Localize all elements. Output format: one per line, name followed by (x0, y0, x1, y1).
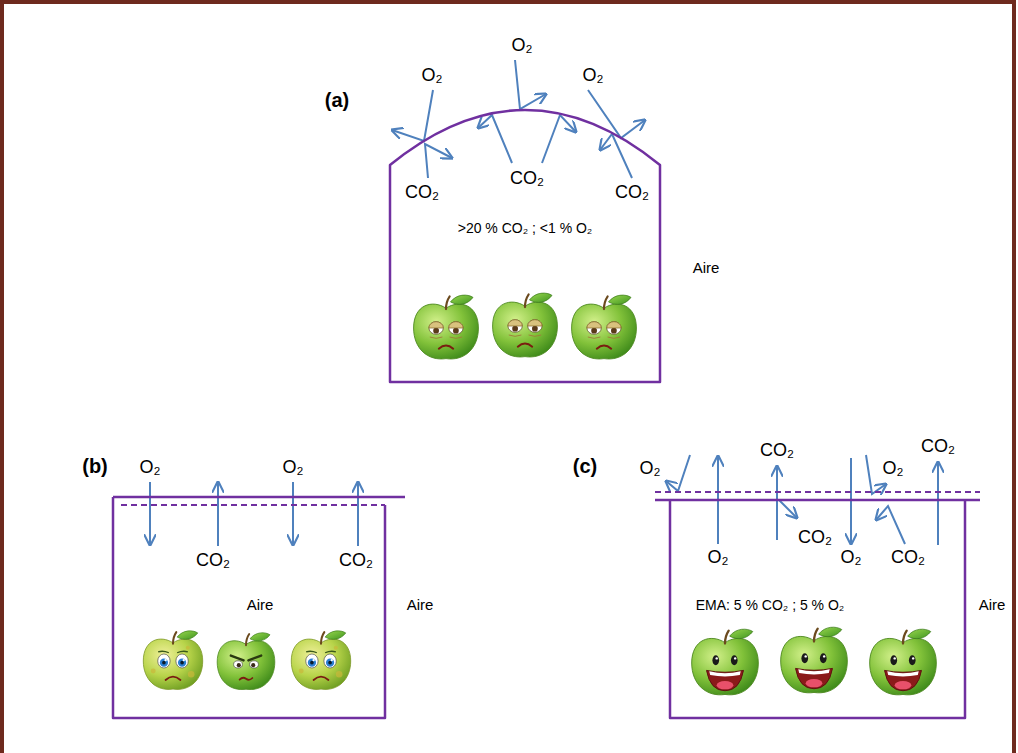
gas-label: CO₂ (760, 440, 794, 461)
package-wall (390, 110, 660, 382)
gas-arrow (515, 60, 546, 109)
gas-label: O₂ (841, 547, 862, 568)
gas-label: O₂ (883, 458, 904, 479)
package-wall (113, 497, 385, 718)
gas-label: CO₂ (615, 182, 649, 203)
gas-arrow (666, 455, 690, 491)
gas-arrow (588, 90, 645, 138)
package-box: (a)>20 % CO₂ ; <1 % O₂ (390, 108, 660, 382)
gas-label: O₂ (640, 458, 661, 479)
apple-figure (291, 631, 350, 690)
gas-arrow (149, 482, 151, 545)
apples (143, 293, 936, 695)
film-line (655, 499, 980, 502)
air-label: Aire (979, 596, 1006, 613)
panel-tag: (a) (325, 89, 349, 112)
panel-tag: (c) (573, 455, 597, 478)
gas-label: O₂ (140, 457, 161, 478)
gas-label: O₂ (422, 65, 443, 86)
gas-arrow (542, 115, 576, 163)
apple-figure (870, 629, 937, 695)
apple-figure (143, 631, 202, 690)
perforated-film (655, 491, 980, 493)
gas-arrow (392, 90, 433, 141)
gas-arrow (876, 506, 905, 544)
gas-label: CO₂ (921, 436, 955, 457)
gas-arrow (425, 144, 452, 178)
apple-figure (217, 633, 275, 690)
gas-arrow (776, 466, 778, 540)
gas-label: CO₂ (405, 182, 439, 203)
apple-figure (781, 627, 848, 693)
gas-label: O₂ (583, 65, 604, 86)
gas-label: O₂ (512, 35, 533, 56)
air-label: Aire (693, 259, 720, 276)
gas-label: CO₂ (510, 168, 544, 189)
package-wall (670, 500, 965, 718)
apple-figure (692, 629, 759, 695)
atmosphere-note: EMA: 5 % CO₂ ; 5 % O₂ (696, 597, 845, 613)
panel-tag: (b) (82, 455, 108, 478)
apple-figure (493, 293, 558, 357)
package-box: (b)Aire (113, 497, 385, 718)
atmosphere-note: Aire (247, 596, 274, 613)
gas-label: CO₂ (798, 527, 832, 548)
gas-label: O₂ (708, 547, 729, 568)
air-label: Aire (407, 596, 434, 613)
gas-arrow (357, 482, 359, 546)
gas-label: CO₂ (339, 550, 373, 571)
gas-label: CO₂ (891, 547, 925, 568)
gas-arrow (937, 462, 939, 545)
gas-label: CO₂ (196, 550, 230, 571)
gas-arrow (779, 500, 797, 518)
apple-figure (572, 295, 637, 359)
gas-arrow (217, 482, 219, 546)
gas-arrow (292, 482, 294, 545)
gas-label: O₂ (283, 457, 304, 478)
package-outline (390, 108, 660, 382)
gas-arrows (150, 60, 938, 546)
atmosphere-note: >20 % CO₂ ; <1 % O₂ (458, 220, 593, 236)
gas-arrow (478, 115, 512, 163)
apple-figure (414, 295, 479, 359)
perforated-film (121, 504, 385, 506)
film-line (113, 496, 405, 499)
